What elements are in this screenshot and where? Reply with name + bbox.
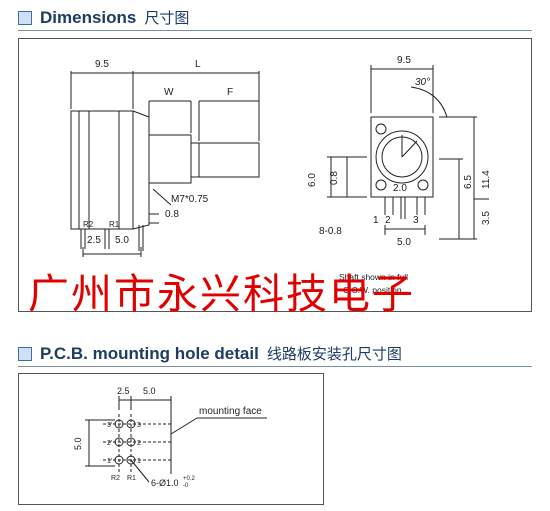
pin-2: 2 — [385, 215, 391, 226]
company-watermark: 广州市永兴科技电子 — [28, 270, 415, 318]
dim-6-0: 6.0 — [307, 173, 318, 187]
section-subtitle: 线路板安装孔尺寸图 — [266, 345, 402, 363]
pcb-dim-5-0-top: 5.0 — [143, 386, 156, 396]
pin-2-prime: 2' — [107, 440, 112, 447]
pin-1: 1 — [373, 215, 379, 226]
section-header-pcb: P.C.B. mounting hole detail 线路板安装孔尺寸图 — [18, 343, 402, 364]
pcb-dim-5-0-left: 5.0 — [73, 437, 83, 450]
dim-8-0-8: 8-0.8 — [319, 226, 342, 237]
pot-body — [70, 110, 134, 230]
shaft-note-line1: Shaft shown in full — [339, 272, 408, 282]
dim-W: W — [164, 87, 174, 98]
dim-2-0: 2.0 — [393, 183, 407, 194]
dim-5-0: 5.0 — [115, 235, 129, 246]
shaft-note-line2: C.C.W. position — [343, 285, 402, 295]
dim-3-5: 3.5 — [481, 211, 492, 225]
dimensions-drawing: 9.5 L W F M7*0.75 0.8 R2 R1 2.5 5.0 9.5 … — [70, 55, 492, 295]
section-subtitle: 尺寸图 — [144, 9, 190, 27]
dimensions-panel: 9.5 L W F M7*0.75 0.8 R2 R1 2.5 5.0 9.5 … — [18, 38, 532, 312]
header-rule — [18, 30, 532, 31]
mounting-face-label: mounting face — [199, 406, 262, 417]
pcb-label-R1: R1 — [127, 475, 136, 482]
dim-6-5: 6.5 — [463, 175, 474, 189]
pcb-pin-1: 1 — [137, 458, 141, 465]
shaft — [190, 142, 260, 178]
dim-angle: 30° — [415, 77, 430, 88]
pcb-dim-2-5: 2.5 — [117, 386, 130, 396]
dim-5-0b: 5.0 — [397, 237, 411, 248]
section-title: Dimensions — [40, 7, 137, 27]
pcb-pin-2: 2 — [137, 440, 141, 447]
dim-2-5: 2.5 — [87, 235, 101, 246]
dim-9-5-left: 9.5 — [95, 59, 109, 70]
label-R2: R2 — [83, 220, 94, 229]
dim-9-5-right: 9.5 — [397, 55, 411, 66]
pcb-hole-drawing: 2.5 5.0 5.0 mounting face 3' 2' 1' 3 2 1… — [73, 386, 267, 489]
pin-3: 3 — [413, 215, 419, 226]
pin-3-prime: 3' — [107, 422, 112, 429]
hole-tol-minus: -0 — [183, 483, 189, 489]
section-header-dimensions: Dimensions 尺寸图 — [18, 7, 189, 28]
bullet-square-icon — [18, 10, 32, 25]
bullet-square-icon — [18, 346, 32, 361]
label-R1: R1 — [109, 220, 120, 229]
front-body — [370, 116, 434, 198]
shaft-circle — [375, 130, 429, 184]
dim-thread: M7*0.75 — [171, 194, 209, 205]
dim-11-4: 11.4 — [481, 170, 492, 189]
dim-0-8: 0.8 — [165, 209, 179, 220]
hole-tol-plus: +0.2 — [183, 476, 196, 482]
header-rule — [18, 366, 532, 367]
dim-L: L — [195, 59, 201, 70]
pin-1-prime: 1' — [107, 458, 112, 465]
hole-spec: 6-Ø1.0 — [151, 478, 179, 488]
pcb-pin-3: 3 — [137, 422, 141, 429]
pcb-label-R2: R2 — [111, 475, 120, 482]
pcb-panel: 2.5 5.0 5.0 mounting face 3' 2' 1' 3 2 1… — [18, 373, 324, 505]
section-title: P.C.B. mounting hole detail — [40, 343, 259, 363]
dim-0-8b: 0.8 — [329, 171, 340, 185]
dim-F: F — [227, 87, 233, 98]
bushing — [148, 134, 192, 184]
